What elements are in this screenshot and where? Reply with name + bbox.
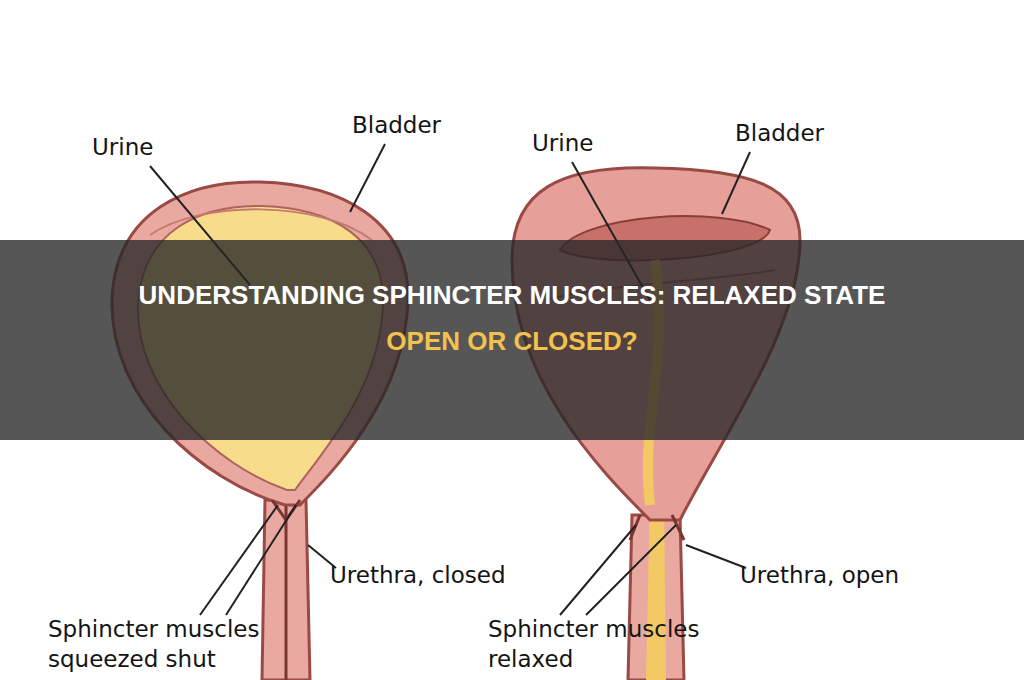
leader-line	[586, 525, 676, 615]
leader-line	[560, 525, 636, 615]
title-text: UNDERSTANDING SPHINCTER MUSCLES: RELAXED…	[112, 272, 912, 364]
leader-line	[200, 505, 278, 615]
sphincter-muscle	[630, 515, 684, 540]
part-label: Urethra, open	[740, 560, 1000, 590]
leader-line	[350, 144, 385, 212]
wall-texture	[150, 209, 372, 240]
leader-line	[226, 505, 296, 615]
part-label: Bladder	[735, 118, 875, 148]
part-label: Urine	[92, 132, 212, 162]
sphincter-muscle	[272, 500, 300, 520]
part-label: Urethra, closed	[330, 560, 590, 590]
part-label: Urine	[532, 128, 652, 158]
urethra-tube	[262, 500, 310, 680]
leader-line	[722, 152, 750, 214]
part-label: Sphincter muscles squeezed shut	[48, 614, 348, 674]
part-label: Sphincter muscles relaxed	[488, 614, 778, 674]
part-label: Bladder	[352, 110, 492, 140]
leader-line	[686, 545, 746, 568]
urethra-seam	[285, 505, 288, 680]
urine-stream	[646, 500, 666, 680]
